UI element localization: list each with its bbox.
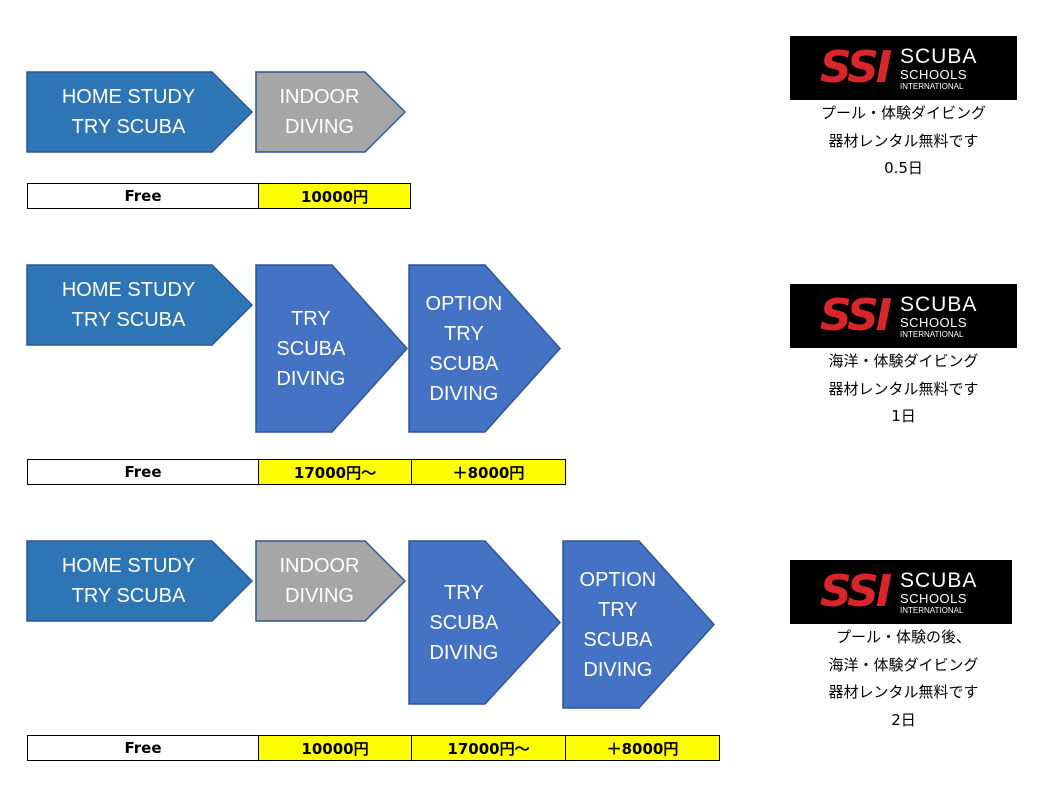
plan-description-line: 器材レンタル無料です — [828, 683, 979, 701]
logo-text-line3: INTERNATIONAL — [900, 82, 964, 91]
plan-description-line: 海洋・体験ダイビング — [828, 352, 979, 370]
logo-text-line2: SCHOOLS — [900, 67, 968, 82]
price-cell: 10000円 — [258, 183, 411, 209]
step-arrow-try-scuba-diving — [408, 540, 562, 705]
plan-description-line: プール・体験ダイビング — [820, 104, 986, 122]
logo-text-mark: SSI — [820, 290, 892, 341]
step-arrow-option-try-scuba-diving — [408, 264, 562, 433]
step-arrow-home-study-try-scuba — [26, 540, 254, 622]
plan-description-line: 器材レンタル無料です — [828, 379, 979, 398]
step-arrow-try-scuba-diving — [255, 264, 409, 433]
price-cell: 17000円～ — [258, 459, 412, 485]
logo-text-line3: INTERNATIONAL — [900, 606, 964, 615]
plan-description-line: 2日 — [891, 710, 916, 729]
plan-description: プール・体験の後、海洋・体験ダイビング器材レンタル無料です 2日 — [790, 624, 1017, 734]
plan-description-line: 海洋・体験ダイビング — [828, 655, 979, 674]
logo-text-line3: INTERNATIONAL — [900, 330, 964, 339]
step-arrow-option-try-scuba-diving — [562, 540, 716, 709]
step-arrow-indoor-diving — [255, 71, 407, 153]
free-price-cell: Free — [27, 459, 259, 485]
plan-description: 海洋・体験ダイビング器材レンタル無料です 1日 — [790, 348, 1017, 431]
free-price-cell: Free — [27, 735, 259, 761]
logo-text-mark: SSI — [820, 566, 892, 617]
plan-description: プール・体験ダイビング器材レンタル無料です 0.5日 — [790, 100, 1017, 183]
price-cell: 10000円 — [258, 735, 412, 761]
free-price-cell: Free — [27, 183, 259, 209]
price-cell: ＋8000円 — [411, 459, 566, 485]
logo-text-line1: SCUBA — [900, 569, 978, 592]
logo-text-mark: SSI — [820, 42, 892, 93]
plan-description-line: プール・体験の後、 — [835, 628, 971, 646]
logo-text-line1: SCUBA — [900, 45, 978, 68]
step-arrow-indoor-diving — [255, 540, 407, 622]
logo-text-line1: SCUBA — [900, 293, 978, 316]
step-arrow-home-study-try-scuba — [26, 71, 254, 153]
plan-description-line: 1日 — [891, 407, 916, 425]
step-arrow-home-study-try-scuba — [26, 264, 254, 346]
logo-text-line2: SCHOOLS — [900, 315, 968, 330]
price-cell: ＋8000円 — [565, 735, 720, 761]
price-cell: 17000円～ — [411, 735, 566, 761]
logo-text-line2: SCHOOLS — [900, 591, 968, 606]
plan-description-line: 器材レンタル無料です — [828, 131, 979, 150]
plan-description-line: 0.5日 — [884, 159, 923, 177]
